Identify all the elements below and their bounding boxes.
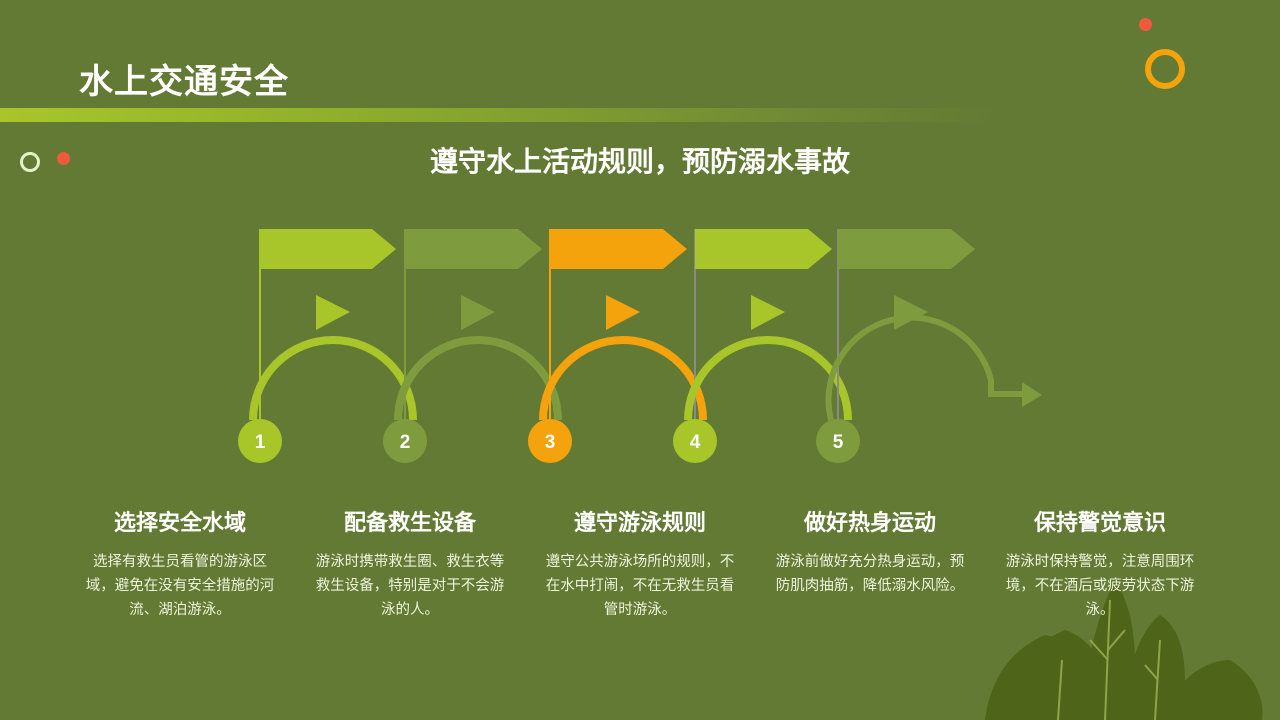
step-3-text-block: 遵守游泳规则 遵守公共游泳场所的规则，不在水中打闹，不在无救生员看管时游泳。 <box>540 508 740 622</box>
step-4-flag <box>695 229 832 269</box>
step-4-title: 做好热身运动 <box>803 511 936 536</box>
step-4-badge <box>673 419 717 463</box>
decorative-dot <box>1139 18 1152 31</box>
step-3-flag <box>550 229 687 269</box>
step-2-badge <box>383 419 427 463</box>
decorative-dot-left <box>57 152 70 165</box>
step-1-flag <box>260 229 396 269</box>
step-2-description: 游泳时携带救生圈、救生衣等救生设备，特别是对于不会游泳的人。 <box>315 554 505 618</box>
step-3-arc <box>539 336 707 421</box>
step-2-flag <box>405 229 542 269</box>
step-4-number: 4 <box>690 432 701 453</box>
step-3-number: 3 <box>545 432 556 453</box>
step-1-number: 1 <box>255 432 266 453</box>
step-5-number: 5 <box>833 432 844 453</box>
page-title: 水上交通安全 <box>79 62 289 102</box>
end-arrowhead <box>1022 382 1042 407</box>
step-2-text-block: 配备救生设备 游泳时携带救生圈、救生衣等救生设备，特别是对于不会游泳的人。 <box>310 508 510 622</box>
step-5-badge <box>816 419 860 463</box>
step-graphic-5 <box>816 229 1042 463</box>
step-2-arrowhead <box>461 295 495 330</box>
step-5-arc <box>825 314 1025 421</box>
step-3-description: 遵守公共游泳场所的规则，不在水中打闹，不在无救生员看管时游泳。 <box>545 554 735 618</box>
step-4-arc <box>684 336 852 421</box>
step-3-arrowhead <box>606 295 640 330</box>
step-2-number: 2 <box>400 432 411 453</box>
step-2-arc <box>394 336 562 421</box>
step-3-title: 遵守游泳规则 <box>573 511 706 536</box>
step-1-text-block: 选择安全水域 选择有救生员看管的游泳区域，避免在没有安全措施的河流、湖泊游泳。 <box>80 508 280 622</box>
step-1-arc <box>249 336 417 421</box>
step-4-arrowhead <box>751 295 785 330</box>
step-5-title: 保持警觉意识 <box>1033 511 1166 536</box>
step-3-badge <box>528 419 572 463</box>
step-1-badge <box>238 419 282 463</box>
step-graphic-1 <box>238 229 417 463</box>
decorative-ring-small <box>20 152 40 172</box>
step-2-title: 配备救生设备 <box>343 511 476 536</box>
step-5-arrowhead <box>894 295 928 330</box>
step-graphic-4 <box>673 229 852 463</box>
page-subtitle: 遵守水上活动规则，预防溺水事故 <box>429 145 850 178</box>
step-5-description: 游泳时保持警觉，注意周围环境，不在酒后或疲劳状态下游泳。 <box>1005 554 1195 618</box>
step-5-flag <box>838 229 975 269</box>
step-graphic-2 <box>383 229 562 463</box>
step-1-description: 选择有救生员看管的游泳区域，避免在没有安全措施的河流、湖泊游泳。 <box>85 554 275 618</box>
decorative-ring <box>1145 49 1185 89</box>
step-1-title: 选择安全水域 <box>113 511 246 536</box>
step-5-text-block: 保持警觉意识 游泳时保持警觉，注意周围环境，不在酒后或疲劳状态下游泳。 <box>1000 508 1200 622</box>
title-underline-bar <box>0 108 1000 122</box>
step-4-description: 游泳前做好充分热身运动，预防肌肉抽筋，降低溺水风险。 <box>775 554 965 594</box>
step-graphic-3 <box>528 229 707 463</box>
step-1-arrowhead <box>316 295 350 330</box>
step-4-text-block: 做好热身运动 游泳前做好充分热身运动，预防肌肉抽筋，降低溺水风险。 <box>770 508 970 598</box>
